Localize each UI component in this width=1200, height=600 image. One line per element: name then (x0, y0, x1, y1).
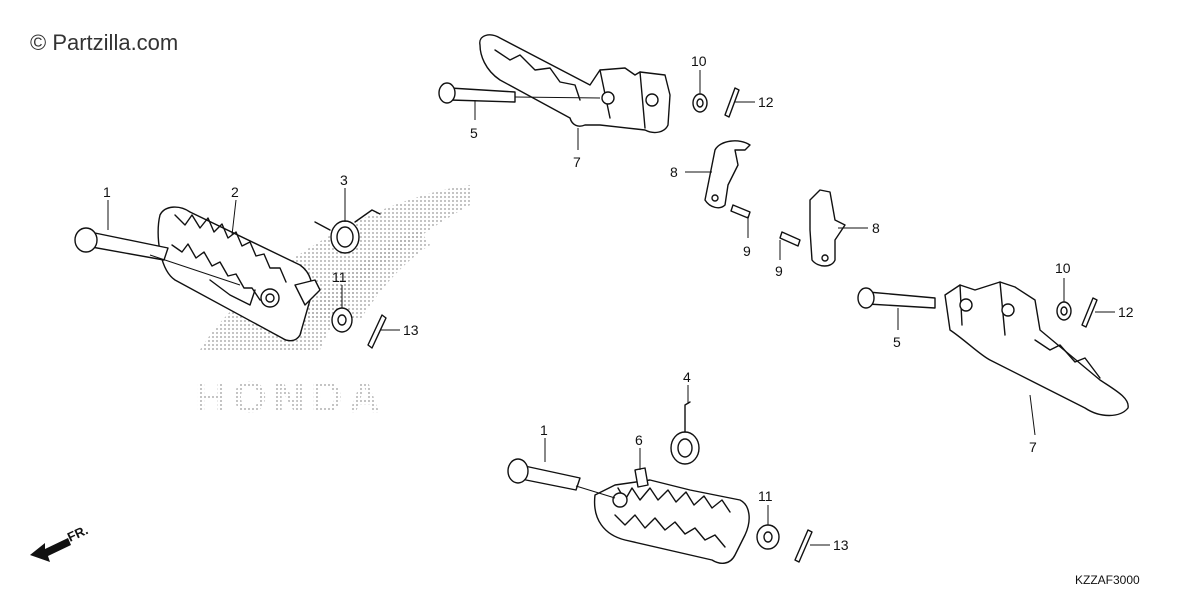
leader-lines (107, 70, 1115, 546)
step-bracket-upper[interactable] (479, 34, 671, 134)
callout-11-bottom: 11 (758, 488, 773, 504)
callout-7-right: 7 (1029, 439, 1037, 455)
callout-5-upper: 5 (470, 125, 478, 141)
callout-8-upper: 8 (670, 164, 678, 180)
callout-1-bottom: 1 (540, 422, 548, 438)
pin-bottom[interactable] (507, 458, 616, 499)
bolt-right[interactable] (857, 287, 936, 309)
callout-12-upper: 12 (758, 94, 774, 110)
callout-12-right: 12 (1118, 304, 1134, 320)
watermark-text: © Partzilla.com (30, 30, 178, 55)
bolt-upper[interactable] (438, 82, 601, 104)
callout-13-left: 13 (403, 322, 419, 338)
callout-10-upper: 10 (691, 53, 707, 69)
callout-labels: 1 2 3 11 13 5 7 10 12 8 9 9 8 5 7 10 12 … (103, 53, 1134, 553)
footpeg-left[interactable] (157, 206, 321, 342)
callout-2: 2 (231, 184, 239, 200)
spring-bottom[interactable] (670, 401, 700, 465)
bolt-clamp-lower[interactable] (779, 231, 801, 247)
callout-8-lower: 8 (872, 220, 880, 236)
clamp-upper[interactable] (704, 140, 751, 209)
washer-bottom[interactable] (756, 524, 780, 550)
front-direction-arrow: FR. (30, 522, 90, 562)
footpeg-bottom[interactable] (593, 467, 750, 564)
honda-logo-text: HONDA (195, 373, 386, 422)
washer-right[interactable] (1056, 301, 1072, 321)
diagram-code: KZZAF3000 (1075, 573, 1140, 587)
bolt-clamp-upper[interactable] (730, 204, 751, 219)
step-bracket-right[interactable] (944, 281, 1129, 417)
pin-left[interactable] (74, 227, 241, 286)
washer-left[interactable] (331, 307, 353, 333)
cotter-pin-right[interactable] (1081, 297, 1098, 328)
clamp-lower[interactable] (809, 189, 846, 267)
callout-4: 4 (683, 369, 691, 385)
callout-7-upper: 7 (573, 154, 581, 170)
washer-upper[interactable] (692, 93, 708, 113)
cotter-pin-bottom[interactable] (794, 529, 813, 563)
callout-1-left: 1 (103, 184, 111, 200)
front-label: FR. (65, 522, 90, 544)
callout-9-lower: 9 (775, 263, 783, 279)
callout-13-bottom: 13 (833, 537, 849, 553)
cotter-pin-left[interactable] (367, 314, 387, 349)
callout-6: 6 (635, 432, 643, 448)
callout-3: 3 (340, 172, 348, 188)
callout-10-right: 10 (1055, 260, 1071, 276)
callout-5-right: 5 (893, 334, 901, 350)
callout-11-left: 11 (332, 269, 347, 285)
cotter-pin-upper[interactable] (724, 87, 740, 118)
callout-9-upper: 9 (743, 243, 751, 259)
